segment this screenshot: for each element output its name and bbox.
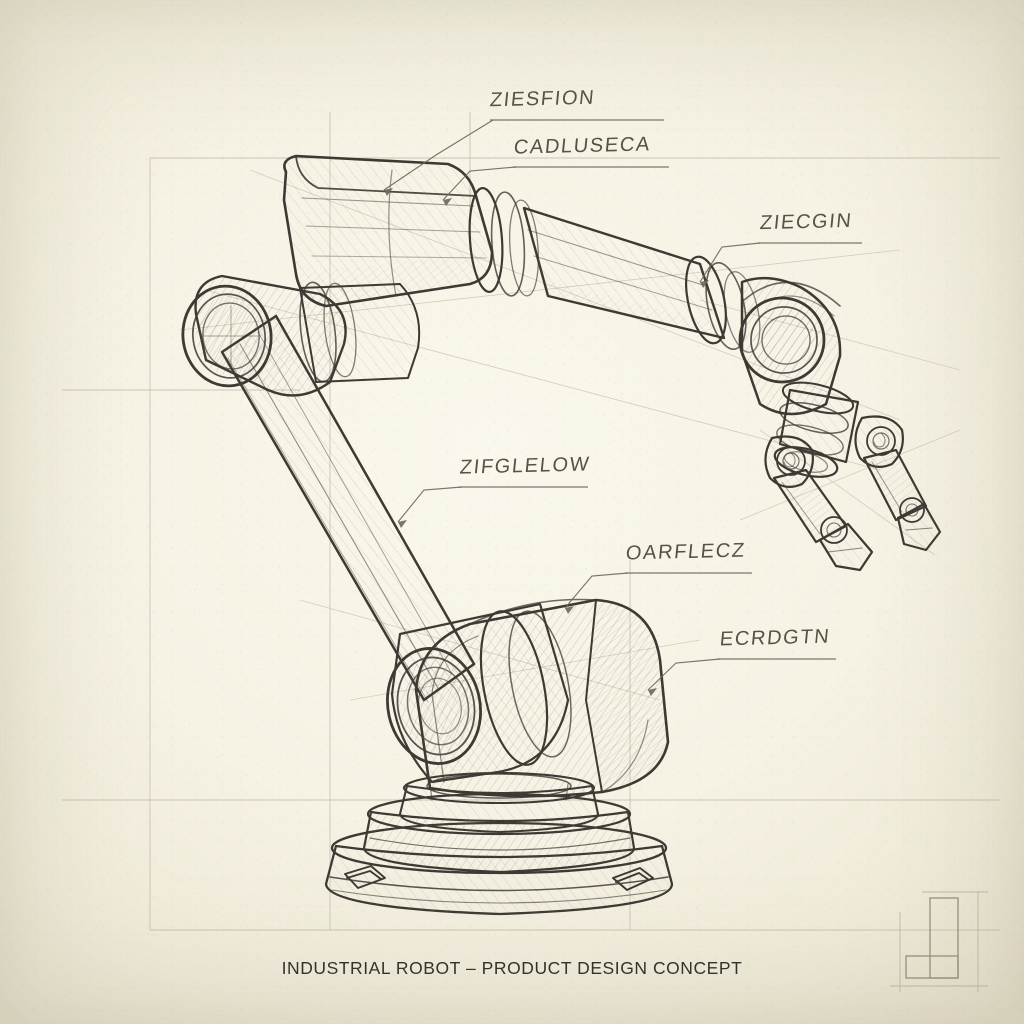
base-pedestal: [324, 771, 674, 916]
leader-a2: [442, 166, 517, 201]
gripper: [764, 415, 942, 572]
upper-boom: [282, 154, 540, 308]
leader-a4: [397, 486, 463, 523]
gripper-finger-right: [854, 415, 942, 552]
forearm-cylinder: [522, 206, 761, 353]
leader-a1: [383, 119, 494, 191]
elbow-joint: [181, 274, 421, 397]
gripper-finger-left: [764, 435, 874, 572]
corner-registration-mark: [890, 891, 988, 992]
leader-a6: [647, 658, 721, 691]
sheet-caption: INDUSTRIAL ROBOT – PRODUCT DESIGN CONCEP…: [281, 958, 743, 978]
leader-a5: [564, 572, 629, 609]
leader-a3: [699, 242, 761, 283]
